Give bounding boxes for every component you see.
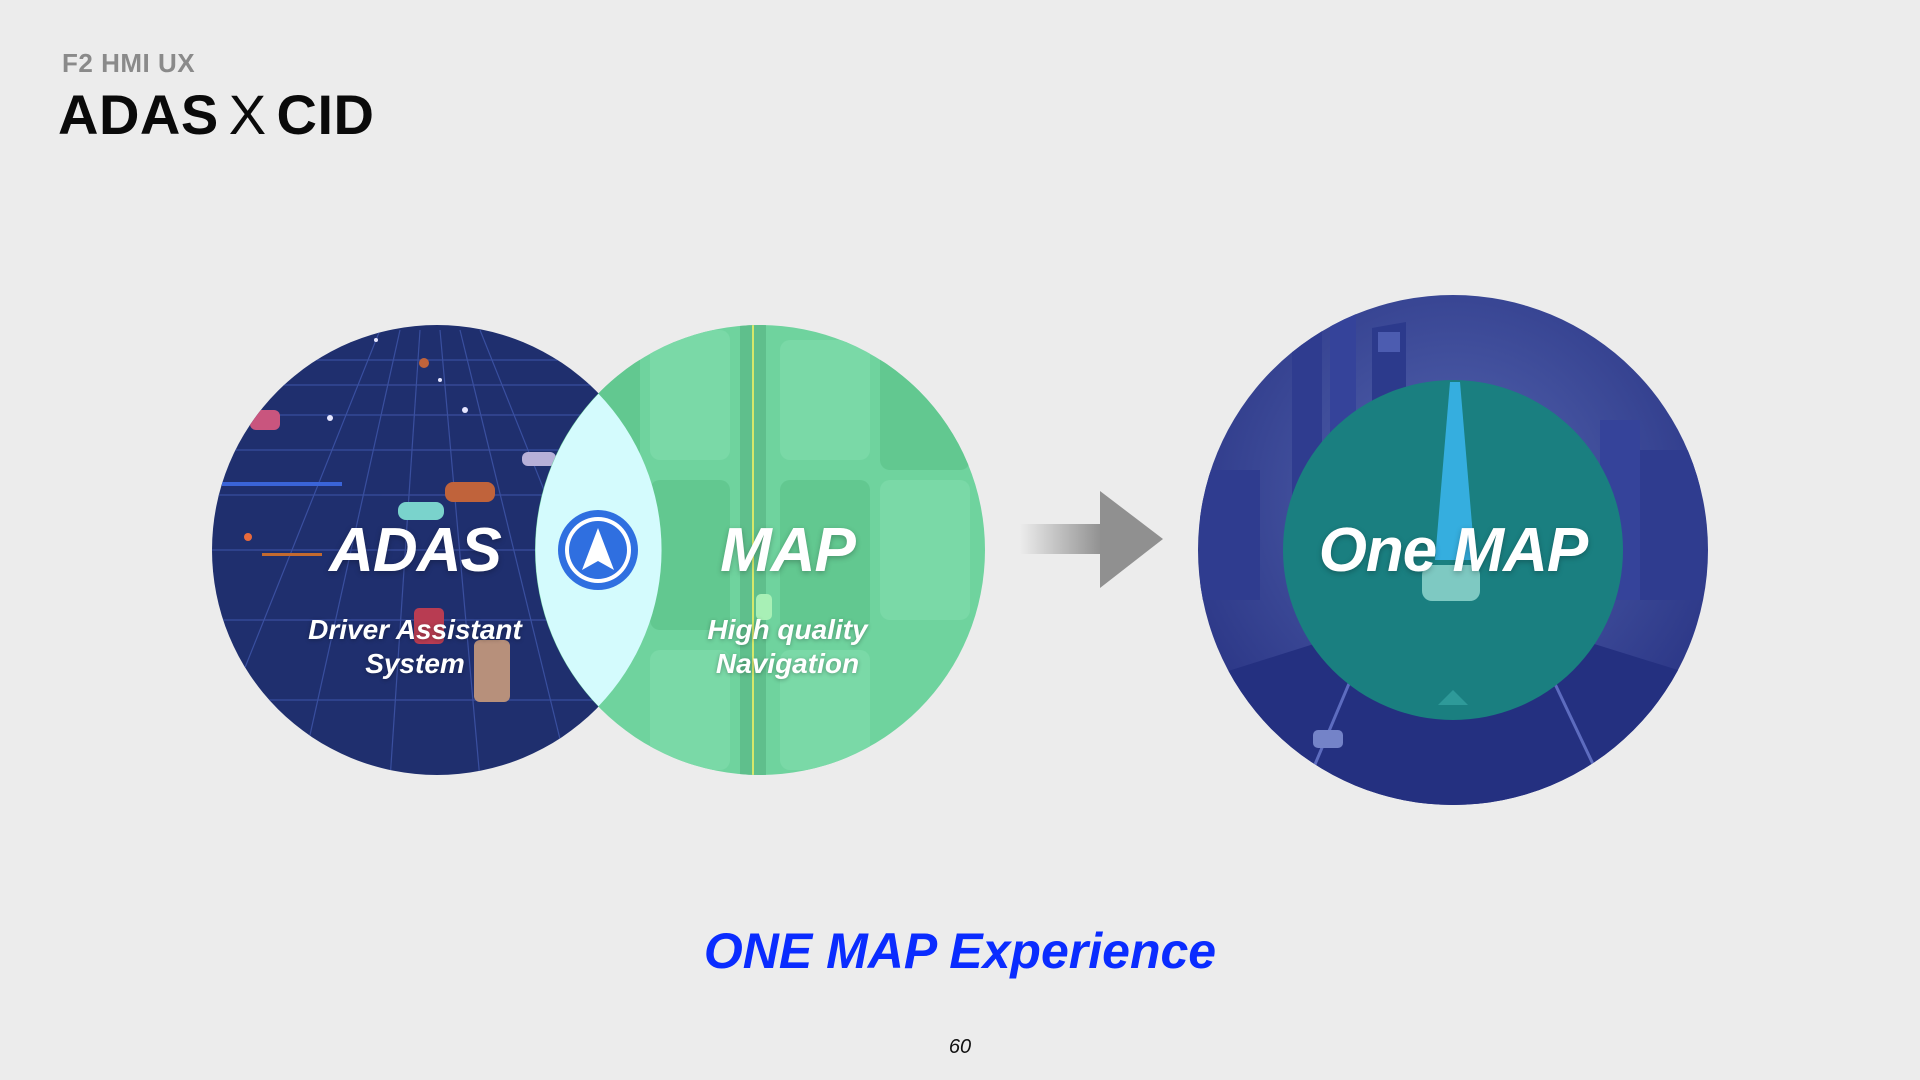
map-circle bbox=[535, 325, 985, 775]
title-separator: X bbox=[228, 83, 267, 146]
page-number: 60 bbox=[948, 1036, 972, 1058]
route-beam bbox=[1435, 382, 1475, 560]
map-title: MAP bbox=[720, 516, 856, 585]
adas-title: ADAS bbox=[329, 516, 502, 585]
map-desc-line1: High quality bbox=[707, 614, 868, 645]
one-map-title: One MAP bbox=[1318, 516, 1589, 585]
one-map-circle bbox=[1198, 295, 1708, 805]
title-left: ADAS bbox=[58, 83, 219, 146]
map-desc-line2: Navigation bbox=[715, 648, 860, 679]
adas-desc-line2: System bbox=[365, 648, 465, 679]
navigation-arrow-icon bbox=[558, 510, 638, 590]
tagline: ONE MAP Experience bbox=[703, 923, 1217, 979]
right-arrow-icon bbox=[1020, 491, 1163, 588]
title-right: CID bbox=[276, 83, 375, 146]
deck-subtitle: F2 HMI UX bbox=[62, 48, 196, 78]
adas-desc-line1: Driver Assistant bbox=[308, 614, 522, 645]
